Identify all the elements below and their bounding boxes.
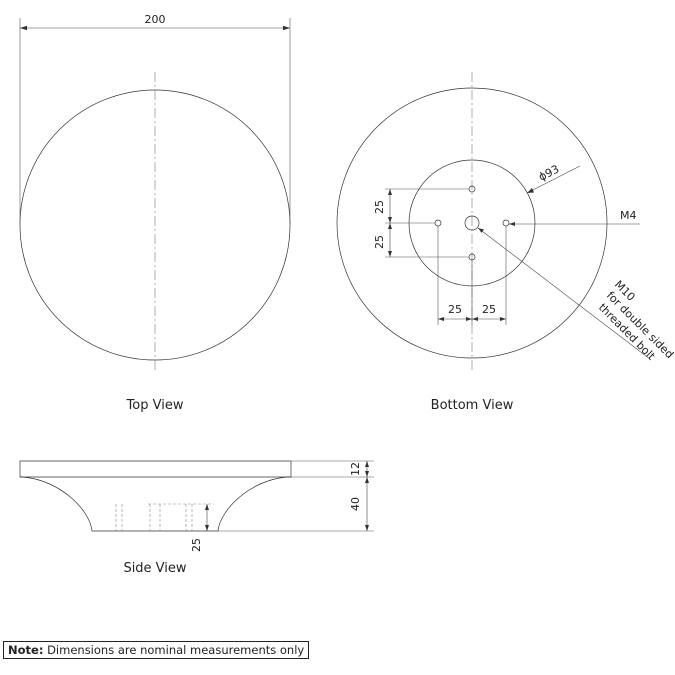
leader-boss-arrow — [527, 188, 534, 193]
dim-arrow-right — [283, 25, 290, 31]
bottom-view: 25 25 25 25 ϕ93 M4 M10 for double sided … — [336, 72, 675, 413]
dim-arrow-s1 — [365, 461, 369, 467]
dim-arrow-v1 — [388, 189, 392, 195]
dim-arrow-s2 — [365, 471, 369, 477]
note-label: Note: — [8, 643, 44, 657]
dim-arrow-s4 — [365, 525, 369, 531]
dim-hole-depth-label: 25 — [190, 538, 203, 552]
hole-center — [464, 215, 480, 231]
dim-arrow-v2 — [388, 217, 392, 223]
dim-boss-diameter-label: ϕ93 — [536, 162, 561, 183]
dim-offset-down-label: 25 — [373, 235, 386, 249]
dim-offset-left-label: 25 — [448, 303, 462, 316]
dim-arrow-d2 — [205, 525, 209, 531]
dim-arrow-d1 — [205, 504, 209, 510]
dim-arrow-left — [20, 25, 27, 31]
top-view-caption: Top View — [126, 398, 184, 413]
note-box: Note: Dimensions are nominal measurement… — [3, 641, 310, 659]
top-view: 200 Top View — [19, 13, 291, 413]
dim-arrow-h1 — [438, 317, 444, 321]
bottom-view-caption: Bottom View — [431, 398, 514, 413]
dim-offset-up-label: 25 — [373, 200, 386, 214]
side-view-outline — [19, 460, 292, 532]
leader-m4-arrow — [509, 222, 515, 226]
dim-side-height-label: 40 — [349, 497, 362, 511]
thread-small-label: M4 — [620, 209, 637, 222]
dim-arrow-h4 — [500, 317, 506, 321]
hole-left — [434, 219, 442, 227]
dim-arrow-h3 — [472, 317, 478, 321]
dim-side-thickness-label: 12 — [349, 462, 362, 476]
leader-m10-arrow — [478, 228, 484, 233]
hole-right — [502, 219, 510, 227]
leader-boss-diameter — [526, 165, 581, 194]
dim-arrow-s3 — [365, 477, 369, 483]
side-view: 12 40 25 Side View — [19, 460, 374, 576]
dim-arrow-v3 — [388, 223, 392, 229]
dim-diameter-label: 200 — [145, 13, 166, 26]
leader-m10 — [477, 227, 651, 360]
side-view-caption: Side View — [123, 561, 186, 576]
note-text: Dimensions are nominal measurements only — [47, 643, 305, 657]
dim-arrow-h2 — [466, 317, 472, 321]
bottom-view-outline — [336, 87, 608, 359]
dim-arrow-v4 — [388, 251, 392, 257]
dim-offset-right-label: 25 — [482, 303, 496, 316]
